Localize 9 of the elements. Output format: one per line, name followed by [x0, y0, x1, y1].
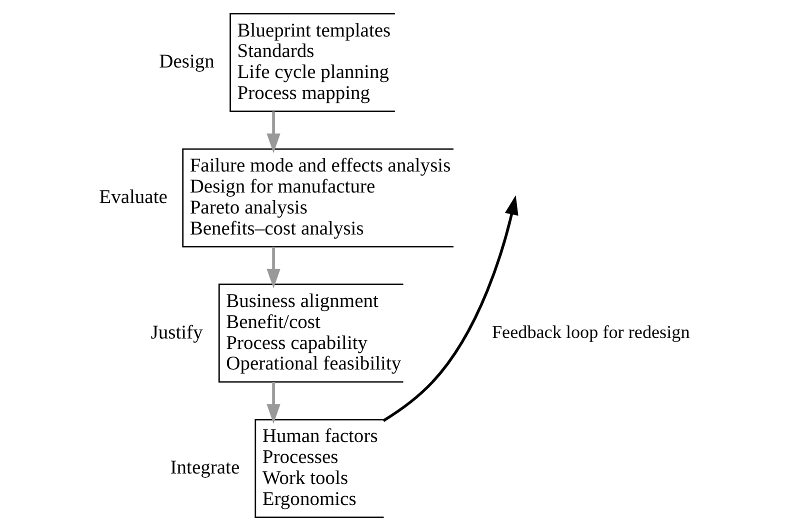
edge-label: Feedback loop for redesign: [491, 322, 690, 342]
node-text: Integrate Human factors Processes Work tools Ergonomics: [170, 426, 378, 510]
node-text: Design Blueprint templates Standards Life cycle planning Process mapping: [158, 20, 390, 104]
arrow: [266, 111, 280, 154]
node-text: Evaluate Failure mode and effects analysis Design for manufacture Pareto analysis Benefits–cost analysis: [98, 156, 450, 240]
arrow: [382, 195, 518, 422]
arrow: [266, 246, 280, 288]
arrow: [266, 382, 280, 424]
node-text: Justify Business alignment Benefit/cost Process capability Operational feasibility: [150, 290, 401, 375]
